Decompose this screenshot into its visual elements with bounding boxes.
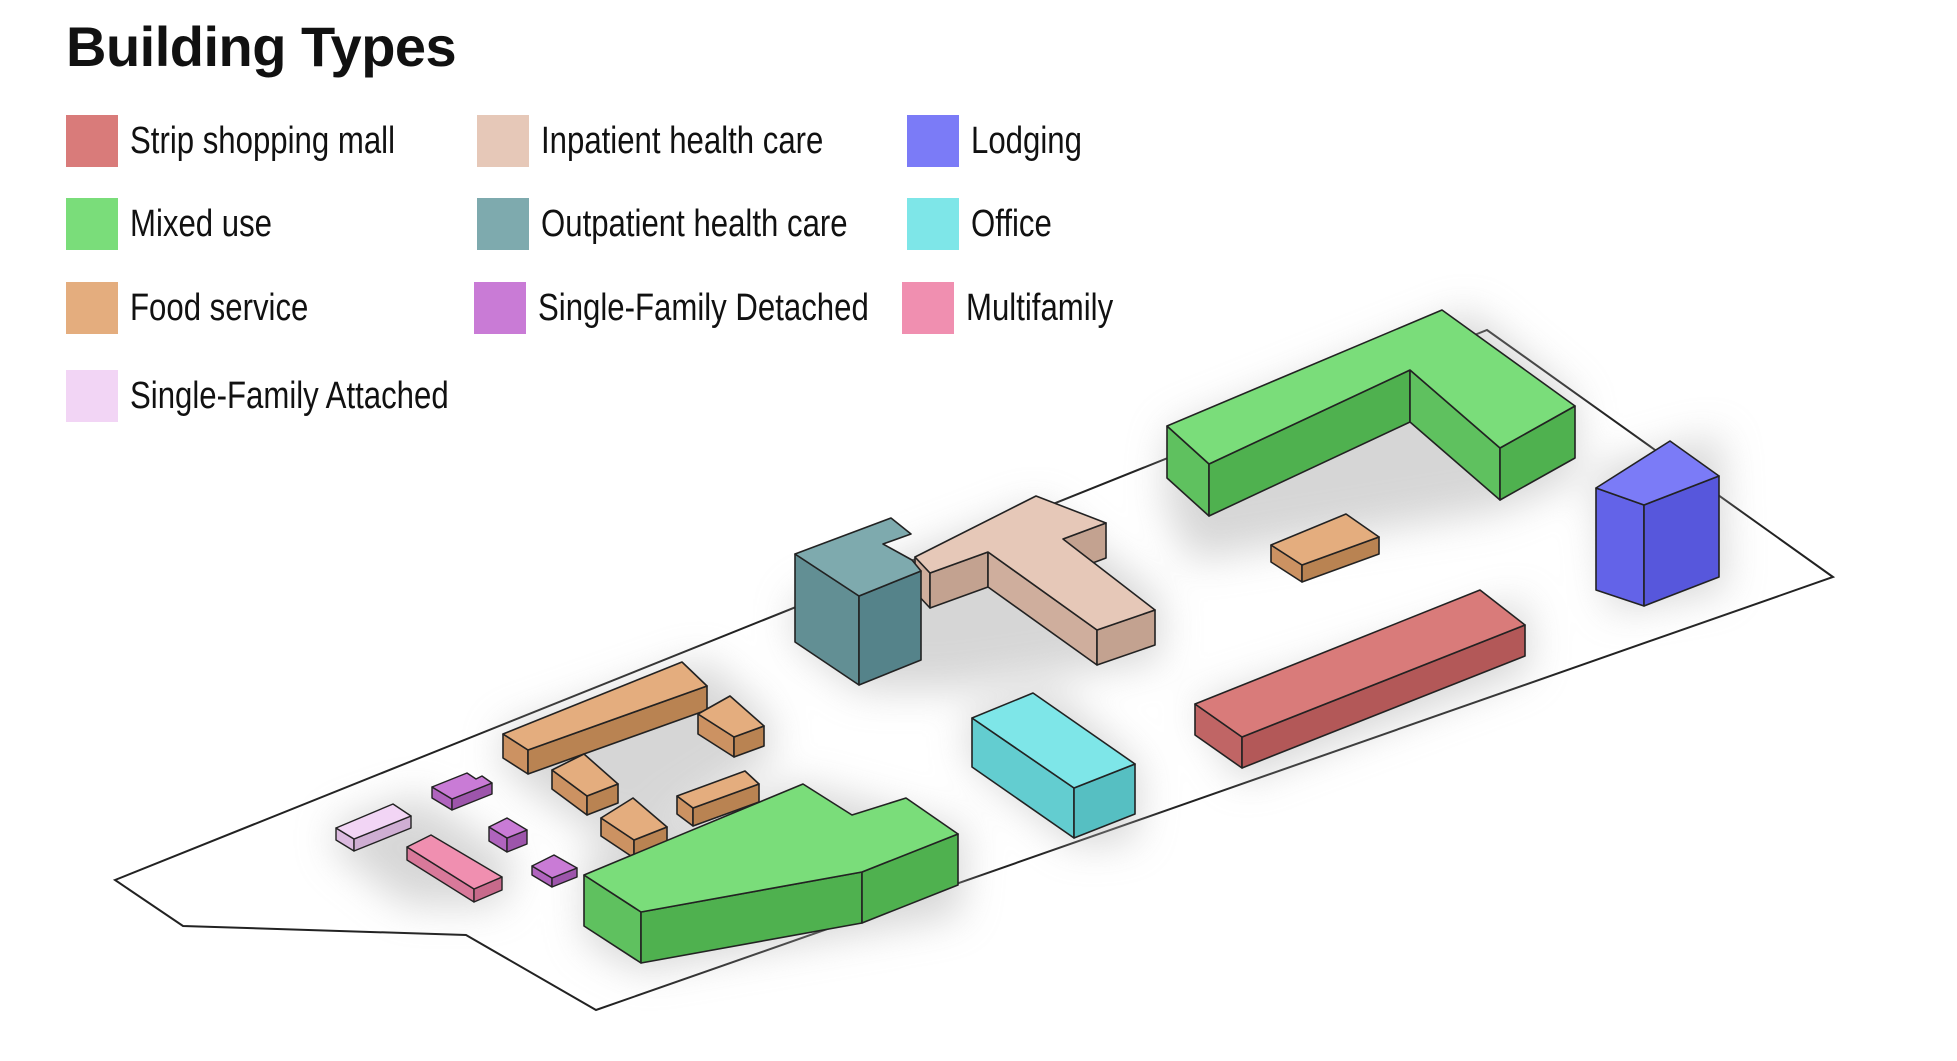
legend-swatch-inpatient-health-care	[477, 115, 529, 167]
diagram-title: Building Types	[66, 15, 457, 78]
building-food-service-west	[551, 753, 619, 816]
building-strip-shopping-mall	[1194, 589, 1526, 769]
building-outpatient-health-care	[794, 517, 922, 686]
legend-swatch-outpatient-health-care	[477, 198, 529, 250]
building-mixed-use-south	[583, 783, 959, 964]
legend-swatch-lodging	[907, 115, 959, 167]
building-inpatient-health-care	[914, 495, 1156, 666]
building-single-family-detached-3	[531, 854, 578, 888]
legend-label-strip-shopping-mall: Strip shopping mall	[130, 120, 396, 162]
legend-label-mixed-use: Mixed use	[130, 203, 273, 245]
legend-swatch-office	[907, 198, 959, 250]
building-food-service-mid	[676, 770, 760, 827]
legend-swatch-food-service	[66, 282, 118, 334]
building-mixed-use-north	[1166, 309, 1576, 517]
legend-label-single-family-attached: Single-Family Attached	[130, 375, 449, 417]
building-lodging	[1595, 440, 1720, 607]
legend-swatch-single-family-detached	[474, 282, 526, 334]
building-food-service-south	[600, 797, 668, 859]
legend-label-food-service: Food service	[130, 287, 309, 329]
legend-label-lodging: Lodging	[971, 120, 1082, 162]
legend-label-office: Office	[971, 203, 1052, 245]
legend-swatch-multifamily	[902, 282, 954, 334]
legend-label-multifamily: Multifamily	[966, 287, 1114, 329]
legend-label-outpatient-health-care: Outpatient health care	[541, 203, 848, 245]
legend-swatch-single-family-attached	[66, 370, 118, 422]
building-single-family-detached-2	[488, 817, 528, 853]
legend-label-single-family-detached: Single-Family Detached	[538, 287, 869, 329]
legend-label-inpatient-health-care: Inpatient health care	[541, 120, 824, 162]
building-multifamily	[406, 834, 503, 903]
legend-swatch-mixed-use	[66, 198, 118, 250]
legend-swatch-strip-shopping-mall	[66, 115, 118, 167]
building-food-service-long	[502, 661, 708, 775]
building-single-family-detached-1	[431, 772, 493, 811]
building-food-service-north	[1270, 513, 1380, 583]
building-food-service-east	[697, 695, 765, 758]
building-office	[971, 692, 1136, 839]
building-single-family-attached	[335, 803, 412, 852]
